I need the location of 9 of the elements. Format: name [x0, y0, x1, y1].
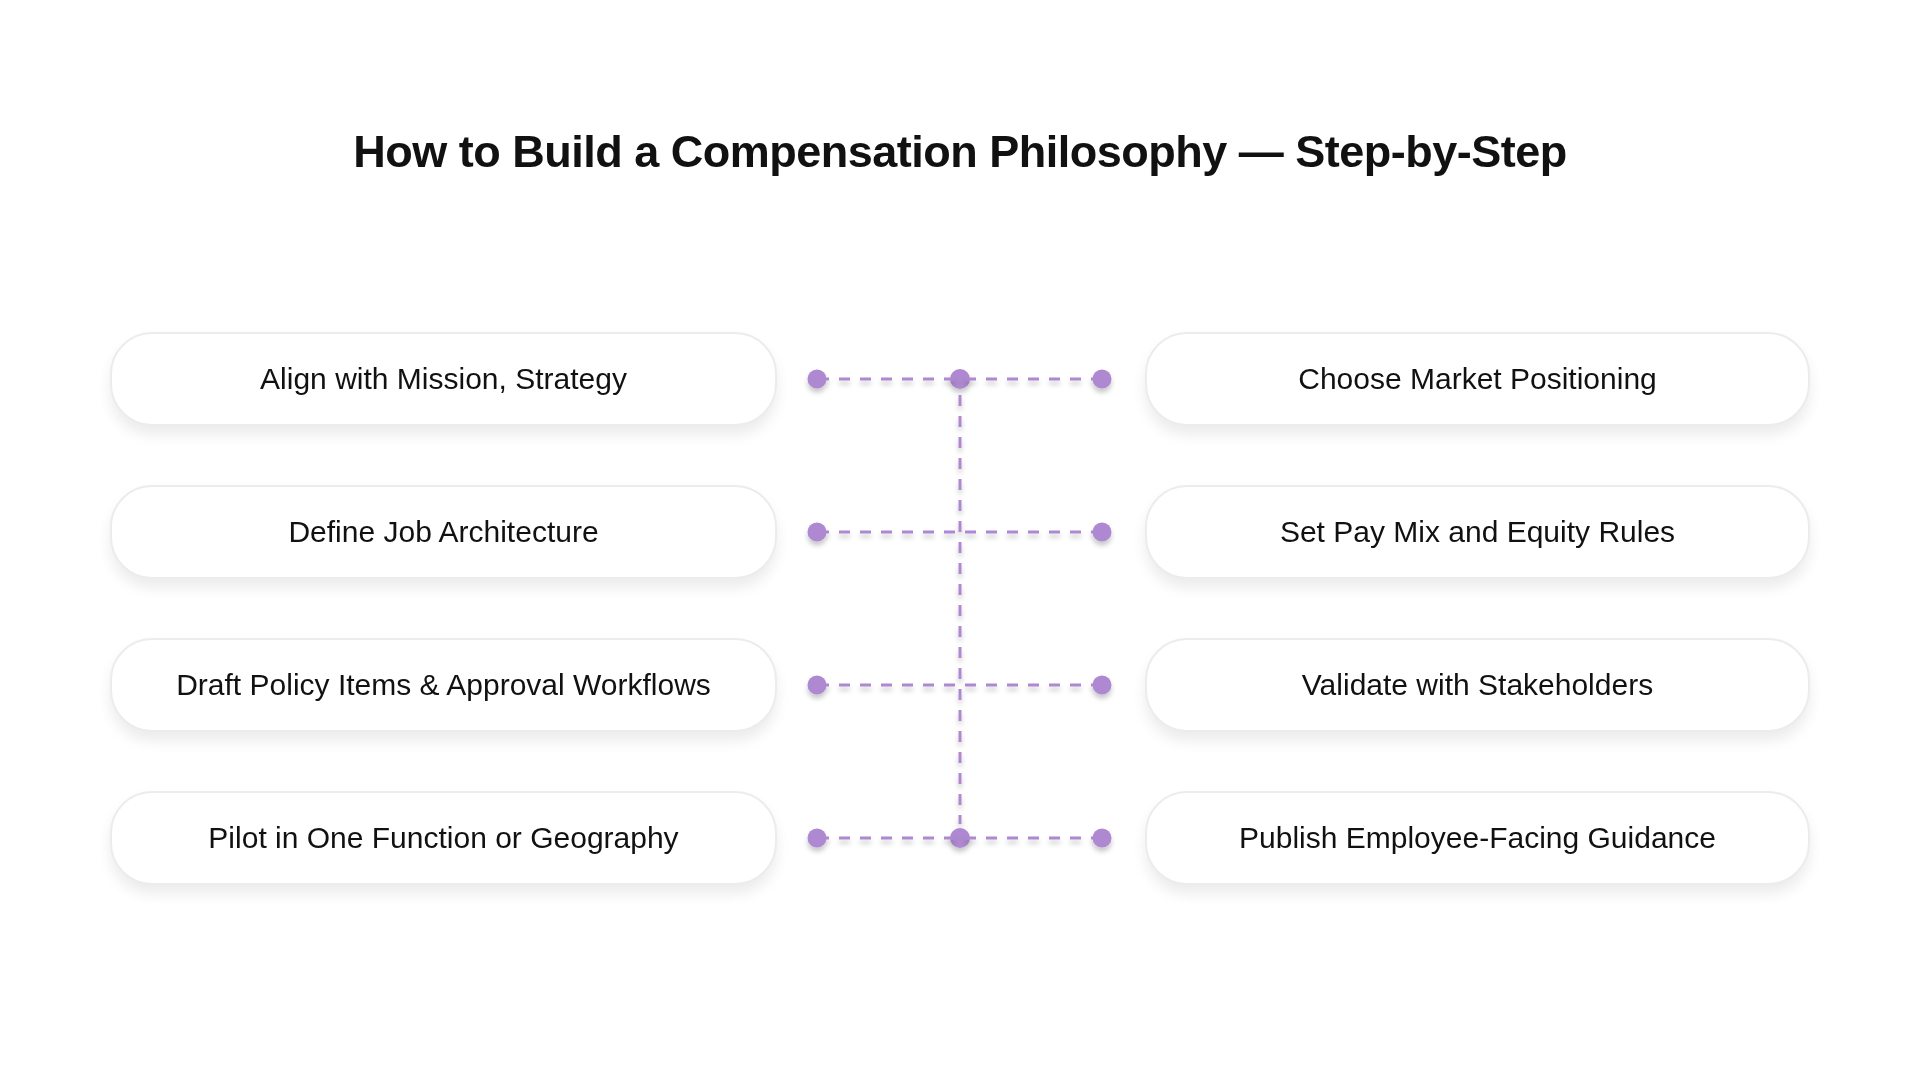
step-label: Pilot in One Function or Geography — [208, 820, 679, 856]
step-label: Publish Employee-Facing Guidance — [1239, 820, 1716, 856]
step-label: Set Pay Mix and Equity Rules — [1279, 514, 1676, 550]
title: How to Build a Compensation Philosophy — Step-by-Step — [353, 125, 1567, 179]
step-label: Validate with Stakeholders — [1301, 667, 1654, 703]
step-label: Define Job Architecture — [288, 514, 599, 550]
step-label: Choose Market Positioning — [1298, 361, 1657, 397]
step-label: Align with Mission, Strategy — [260, 361, 627, 397]
step-label: Draft Policy Items & Approval Workflows — [176, 667, 711, 703]
